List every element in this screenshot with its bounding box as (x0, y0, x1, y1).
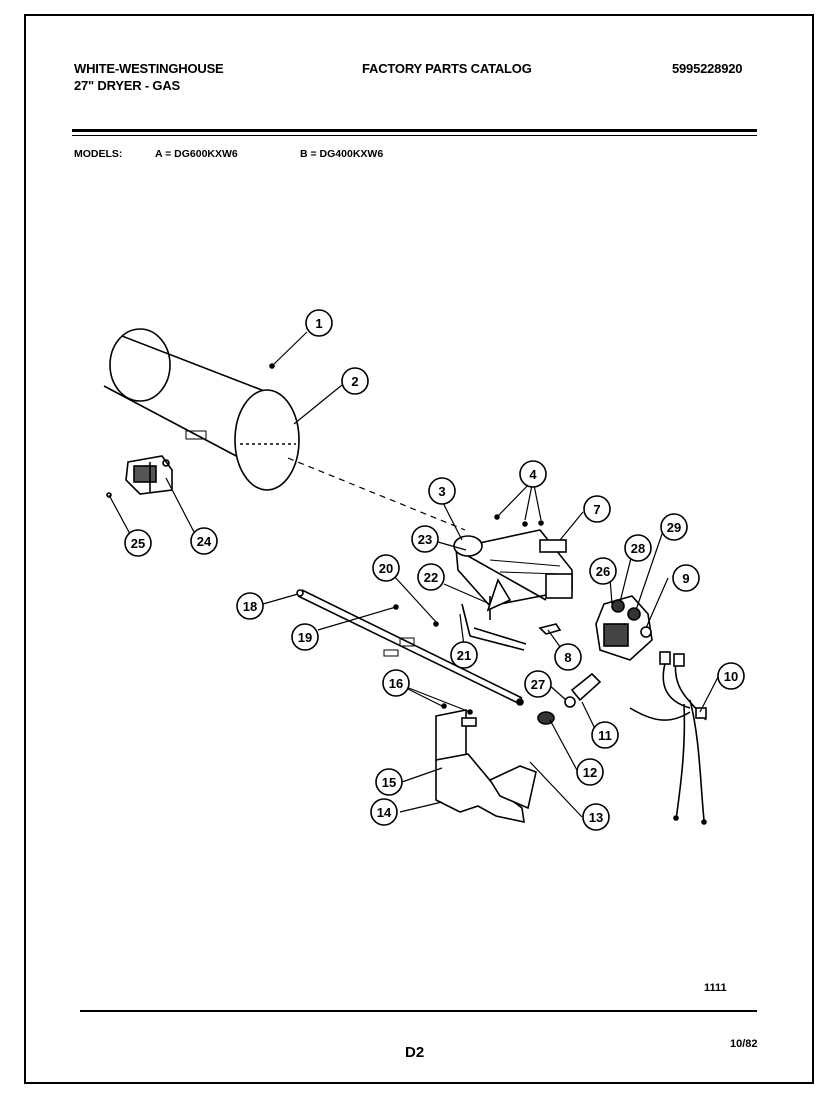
callout-25 (124, 529, 152, 557)
callout-19 (291, 623, 319, 651)
callout-label-16: 16 (389, 676, 403, 691)
header-rule-thin (72, 135, 757, 136)
figure-code: 1111 (704, 982, 727, 994)
callout-4 (519, 460, 547, 488)
callout-label-10: 10 (724, 669, 738, 684)
callout-3 (428, 477, 456, 505)
brand-title: WHITE-WESTINGHOUSE (74, 61, 224, 76)
callout-label-8: 8 (564, 650, 571, 665)
callout-label-25: 25 (131, 536, 145, 551)
part-24-bracket (106, 455, 173, 498)
callout-28 (624, 534, 652, 562)
callout-label-3: 3 (438, 484, 445, 499)
parts-14-15-bracket (435, 703, 537, 824)
callout-label-7: 7 (593, 502, 600, 517)
callout-label-9: 9 (682, 571, 689, 586)
callout-7 (583, 495, 611, 523)
catalog-title: FACTORY PARTS CATALOG (362, 61, 532, 76)
callout-27 (524, 670, 552, 698)
callout-26 (589, 557, 617, 585)
footer-rule (80, 1010, 757, 1012)
page-border (24, 14, 814, 1084)
callout-label-2: 2 (351, 374, 358, 389)
revision-date: 10/82 (730, 1038, 758, 1050)
wiring-harness (629, 651, 707, 825)
callout-label-20: 20 (379, 561, 393, 576)
callout-label-21: 21 (457, 648, 471, 663)
callout-22 (417, 563, 445, 591)
callout-12 (576, 758, 604, 786)
callout-group (124, 309, 745, 831)
callout-18 (236, 592, 264, 620)
callout-label-13: 13 (589, 810, 603, 825)
callout-label-11: 11 (598, 728, 612, 743)
callout-label-4: 4 (529, 467, 537, 482)
page-number: D2 (405, 1044, 425, 1061)
callout-13 (582, 803, 610, 831)
callout-8 (554, 643, 582, 671)
callout-label-19: 19 (298, 630, 312, 645)
models-label: MODELS: (74, 148, 123, 160)
callout-15 (375, 768, 403, 796)
callout-label-1: 1 (315, 316, 322, 331)
callout-2 (341, 367, 369, 395)
callout-label-15: 15 (382, 775, 396, 790)
callout-label-24: 24 (197, 534, 212, 549)
callout-1 (305, 309, 333, 337)
callout-11 (591, 721, 619, 749)
header-rule (72, 129, 757, 132)
callout-29 (660, 513, 688, 541)
drum-part (103, 328, 300, 491)
callout-20 (372, 554, 400, 582)
callout-21 (450, 641, 478, 669)
callout-label-27: 27 (531, 677, 545, 692)
part-18-rod (296, 589, 524, 706)
callout-9 (672, 564, 700, 592)
callout-14 (370, 798, 398, 826)
gas-valve (595, 595, 653, 661)
callout-label-23: 23 (418, 532, 432, 547)
part-21-tube (461, 603, 527, 651)
callout-24 (190, 527, 218, 555)
product-title: 27" DRYER - GAS (74, 78, 180, 93)
model-b: B = DG400KXW6 (300, 148, 384, 160)
burner-assembly (453, 514, 573, 635)
model-a: A = DG600KXW6 (155, 148, 238, 160)
callout-label-18: 18 (243, 599, 257, 614)
leader-lines (108, 331, 719, 818)
callout-label-28: 28 (631, 541, 645, 556)
callout-10 (717, 662, 745, 690)
callout-label-12: 12 (583, 765, 597, 780)
callout-labels: 1 2 3 4 7 8 9 10 11 12 13 14 15 16 18 19… (131, 316, 738, 825)
callout-16 (382, 669, 410, 697)
callout-label-26: 26 (596, 564, 610, 579)
part-11-27-tube (537, 672, 602, 725)
catalog-number: 5995228920 (672, 61, 743, 76)
callout-23 (411, 525, 439, 553)
callout-label-14: 14 (377, 805, 392, 820)
callout-label-22: 22 (424, 570, 438, 585)
callout-label-29: 29 (667, 520, 681, 535)
dashed-centerline (287, 457, 466, 531)
